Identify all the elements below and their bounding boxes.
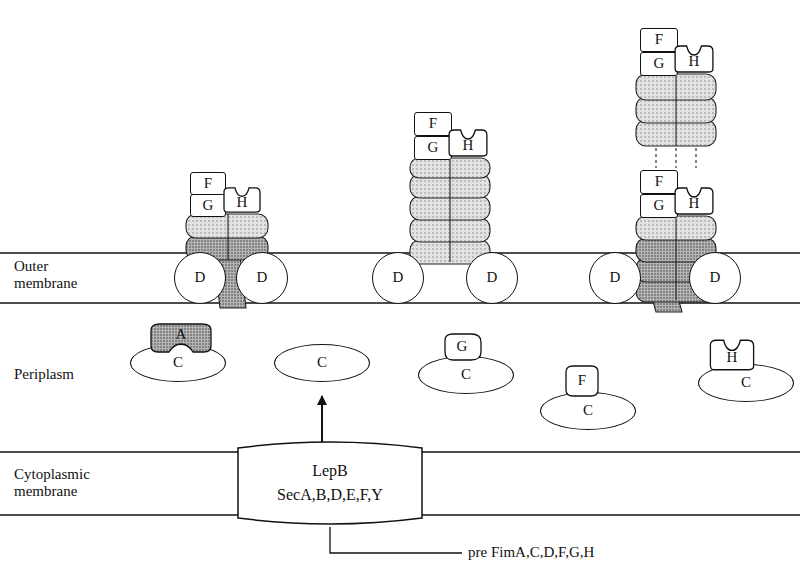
chaperone-fimc: C bbox=[418, 356, 514, 394]
subunit-letter: C bbox=[583, 402, 593, 419]
subunit-letter: H bbox=[463, 137, 474, 154]
subunit-letter: G bbox=[654, 55, 665, 72]
subunit-letter: D bbox=[393, 269, 404, 286]
fim-subunit: F bbox=[640, 170, 678, 194]
subunit-letter: C bbox=[173, 354, 183, 371]
subunit-letter: F bbox=[429, 115, 437, 132]
fima-subunit: A bbox=[148, 322, 214, 354]
node-outline bbox=[232, 440, 428, 526]
chaperone-fimc: C bbox=[130, 344, 226, 382]
chaperone-fimc: C bbox=[540, 392, 636, 430]
subunit-letter: H bbox=[237, 194, 248, 211]
compartment-label: Outer membrane bbox=[14, 258, 94, 293]
machinery-label: LepB bbox=[312, 462, 348, 480]
fimh-adhesin: H bbox=[673, 44, 715, 74]
fim-subunit: F bbox=[414, 112, 452, 136]
subunit-letter: G bbox=[457, 338, 468, 355]
subunit-letter: D bbox=[710, 269, 721, 286]
usher-fimd: D bbox=[372, 252, 424, 304]
subunit-letter: F bbox=[578, 372, 586, 389]
fim-subunit: G bbox=[414, 136, 452, 160]
fimh-adhesin: H bbox=[708, 338, 756, 372]
subunit-letter: C bbox=[741, 374, 751, 391]
subunit-letter: D bbox=[195, 269, 206, 286]
machinery-label: SecA,B,D,E,F,Y bbox=[277, 486, 383, 504]
precursor-leader bbox=[330, 527, 462, 553]
precursor-label: pre FimA,C,D,F,G,H bbox=[468, 544, 688, 561]
subunit-letter: H bbox=[689, 195, 700, 212]
subunit-letter: D bbox=[257, 269, 268, 286]
subunit-letter: G bbox=[654, 197, 665, 214]
fimh-adhesin: H bbox=[673, 186, 715, 216]
subunit-letter: F bbox=[655, 173, 663, 190]
subunit-letter: G bbox=[428, 139, 439, 156]
subunit-letter: H bbox=[727, 349, 738, 366]
subunit-letter: F bbox=[655, 31, 663, 48]
subunit-letter: C bbox=[317, 354, 327, 371]
fimg-subunit: G bbox=[441, 332, 483, 362]
export-arrow bbox=[321, 396, 323, 444]
usher-fimd: D bbox=[689, 252, 741, 304]
usher-fimd: D bbox=[174, 252, 226, 304]
usher-fimd: D bbox=[466, 252, 518, 304]
compartment-label: Periplasm bbox=[14, 366, 134, 383]
subunit-letter: D bbox=[487, 269, 498, 286]
subunit-letter: G bbox=[203, 197, 214, 214]
usher-fimd: D bbox=[589, 252, 641, 304]
usher-fimd: D bbox=[236, 252, 288, 304]
pilus-rods bbox=[186, 74, 716, 312]
fim-subunit: G bbox=[640, 52, 678, 76]
subunit-letter: C bbox=[461, 366, 471, 383]
fim-subunit: F bbox=[640, 28, 678, 52]
fim-subunit: F bbox=[190, 172, 226, 195]
secretion-machinery: LepB SecA,B,D,E,F,Y bbox=[232, 440, 428, 526]
subunit-letter: H bbox=[689, 53, 700, 70]
fimh-adhesin: H bbox=[447, 128, 489, 158]
fim-subunit: G bbox=[640, 194, 678, 218]
subunit-letter: A bbox=[176, 326, 187, 343]
fimf-subunit: F bbox=[563, 364, 601, 398]
fimh-adhesin: H bbox=[222, 186, 262, 214]
compartment-label: Cytoplasmic membrane bbox=[14, 466, 134, 501]
subunit-letter: D bbox=[610, 269, 621, 286]
fim-subunit: G bbox=[190, 194, 226, 217]
chaperone-fimc: C bbox=[274, 344, 370, 382]
subunit-letter: F bbox=[204, 175, 212, 192]
